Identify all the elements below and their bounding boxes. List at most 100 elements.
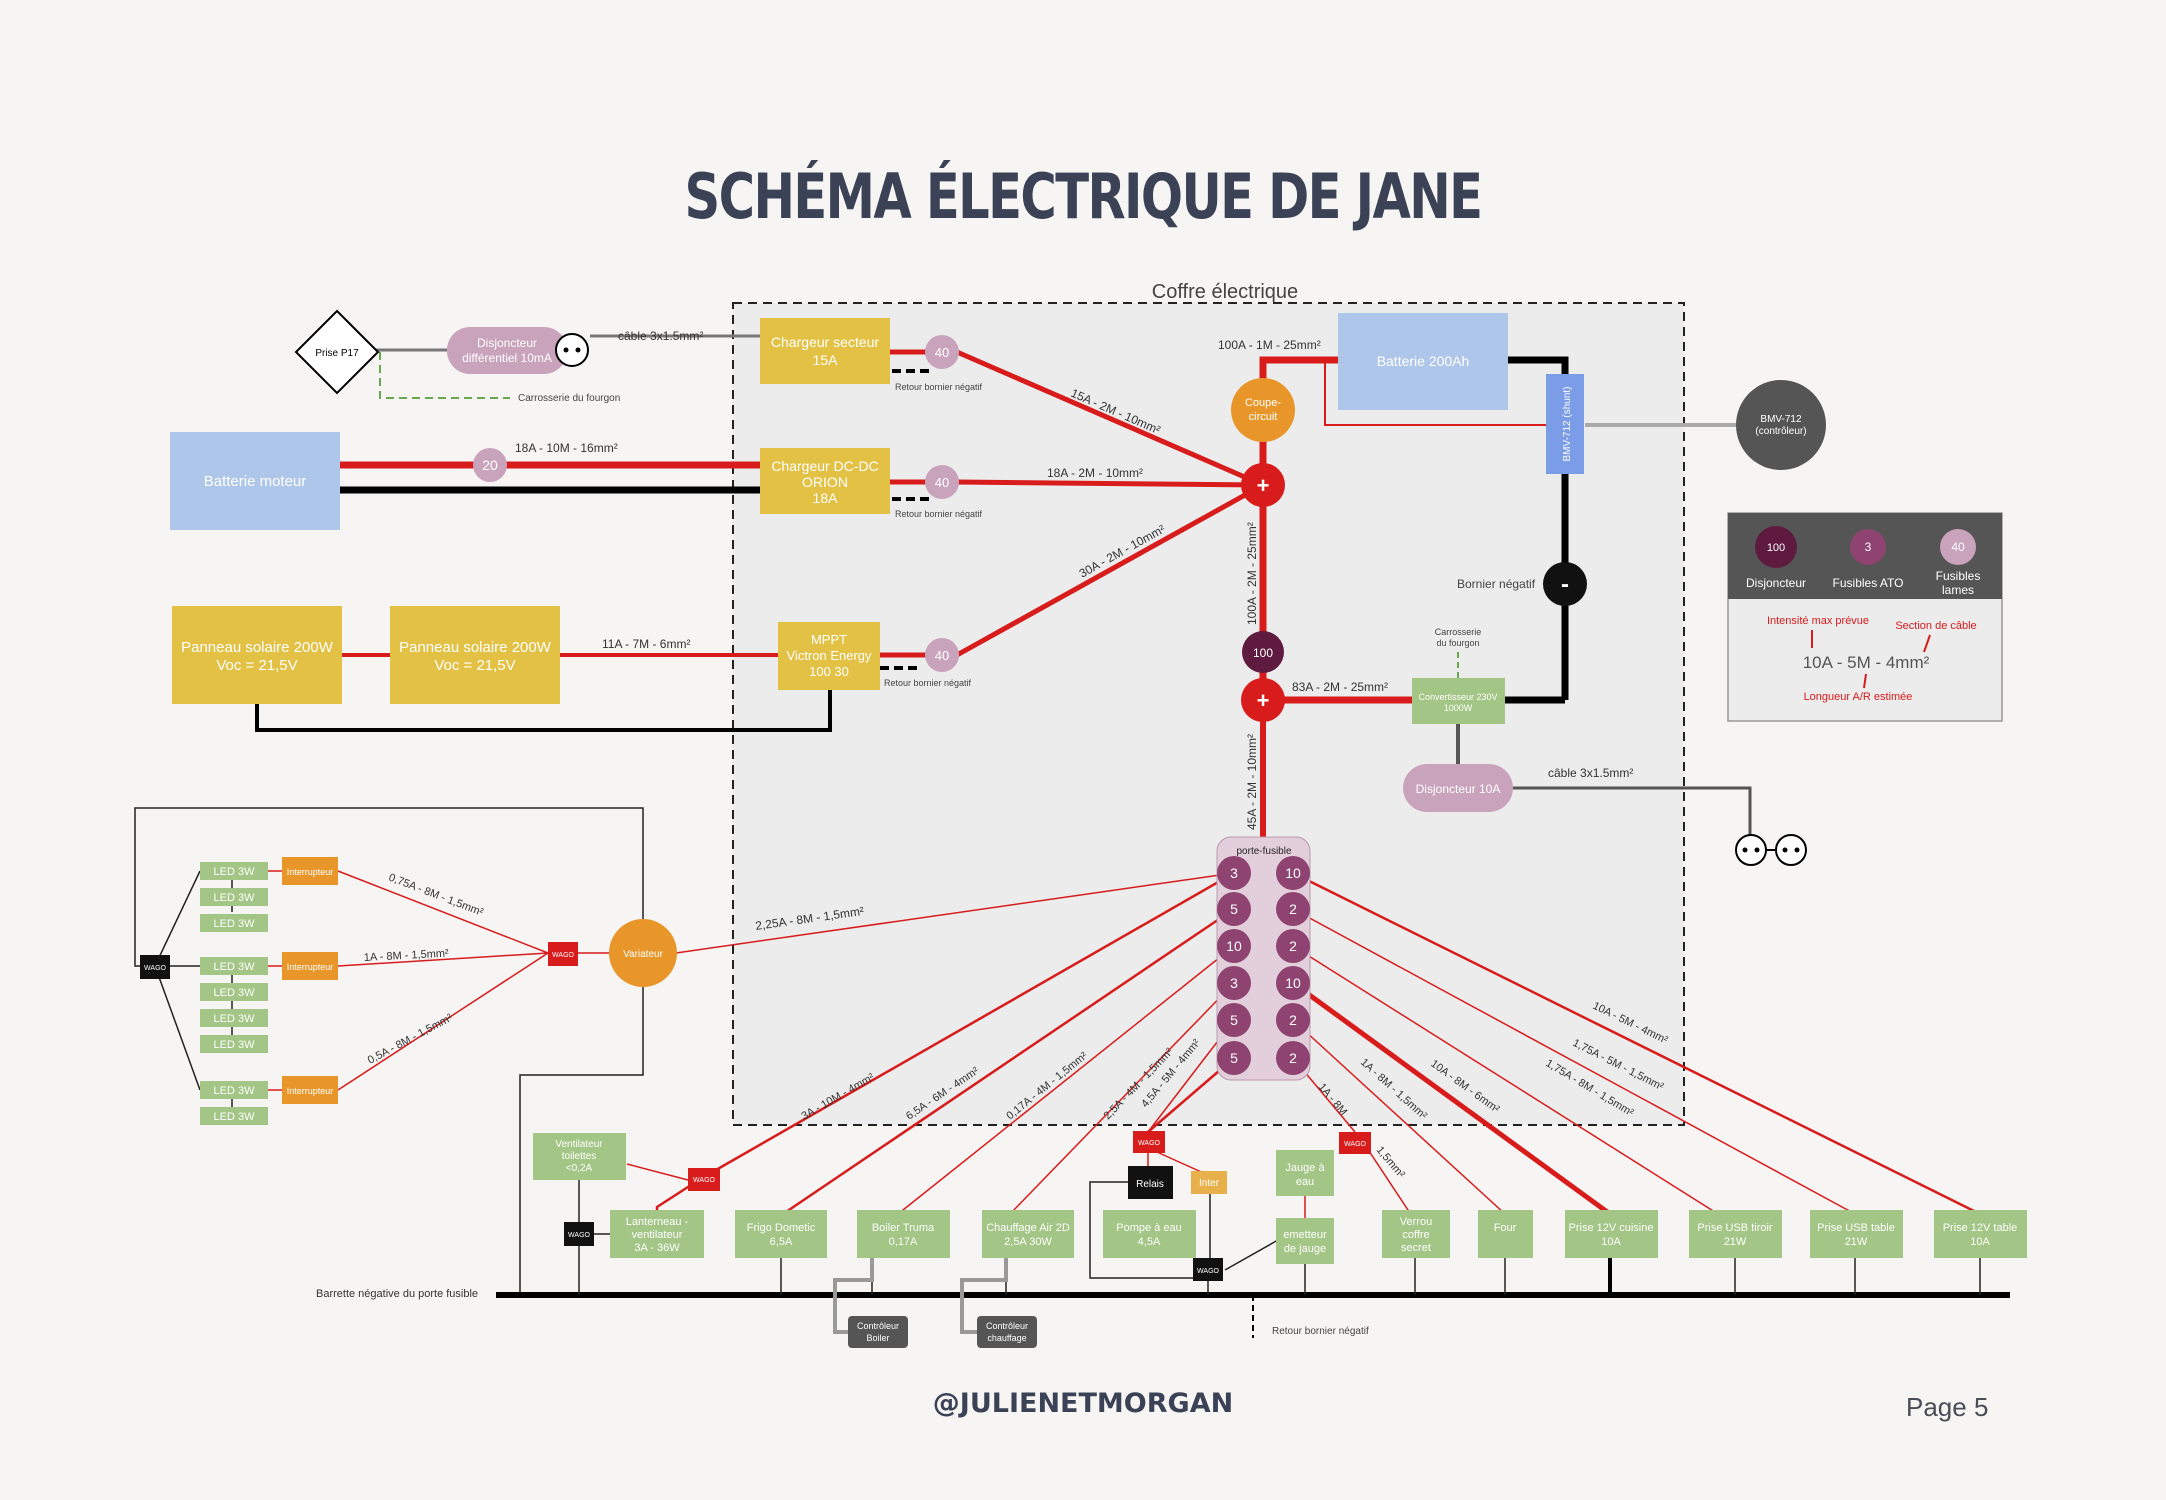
led[interactable] (200, 862, 268, 880)
variateur[interactable] (609, 919, 677, 987)
batterie-200ah-label: Batterie 200Ah (1377, 353, 1470, 369)
wago-pompe-negative (1193, 1258, 1223, 1281)
wago-label: WAGO (1138, 1140, 1160, 1147)
prise-usb-table[interactable] (1810, 1210, 1903, 1258)
led[interactable] (200, 1035, 268, 1053)
bmv-controleur-label-2: (contrôleur) (1755, 426, 1806, 437)
electrical-box-label: Coffre électrique (1152, 281, 1298, 303)
panneau-solaire-2-label-2: Voc = 21,5V (434, 657, 515, 674)
fuse-ato (1217, 1003, 1251, 1037)
interrupteur[interactable] (282, 952, 338, 980)
relais[interactable] (1128, 1166, 1173, 1199)
prise-12v-cuisine[interactable] (1565, 1210, 1658, 1258)
emetteur-jauge[interactable] (1276, 1218, 1334, 1264)
led[interactable] (200, 1107, 268, 1125)
wire-ctrl-chauffage (960, 1258, 1008, 1334)
convertisseur-230v (1412, 678, 1505, 724)
fuse-moteur (473, 448, 507, 482)
bornier-negatif (1543, 562, 1587, 606)
chargeur-secteur-label-1: Chargeur secteur (771, 334, 880, 350)
coupe-circuit-label-1: Coupe- (1245, 397, 1281, 409)
verrou-label-1: Verrou (1400, 1216, 1432, 1228)
fuse-ato-value: 2 (1289, 938, 1297, 954)
fuse-ato (1217, 892, 1251, 926)
verrou-label-3: secret (1401, 1242, 1431, 1254)
cable-moteur-label: 18A - 10M - 16mm² (515, 441, 618, 455)
verrou-coffre-secret[interactable] (1382, 1210, 1450, 1258)
carrosserie-2-label-2: du fourgon (1436, 638, 1479, 648)
pompe-label-1: Pompe à eau (1116, 1222, 1181, 1234)
batterie-200ah (1338, 313, 1508, 410)
legend-example: 10A - 5M - 4mm² (1803, 653, 1930, 672)
disjoncteur-10a[interactable] (1403, 764, 1513, 812)
bus-positive-top-symbol: + (1257, 473, 1270, 498)
interrupteur[interactable] (282, 857, 338, 885)
pompe-a-eau[interactable] (1103, 1210, 1196, 1258)
controleur-chauffage[interactable] (977, 1316, 1037, 1348)
wire-ac-out (1513, 786, 1752, 850)
boiler-truma[interactable] (857, 1210, 950, 1258)
bornier-negatif-symbol: - (1561, 571, 1569, 598)
wago-label: WAGO (568, 1232, 590, 1239)
electrical-box (732, 302, 1685, 1126)
socket-pin-icon (575, 347, 581, 353)
ventilateur-toilettes[interactable] (533, 1133, 626, 1180)
fuse-ato (1276, 892, 1310, 926)
fuse-ato-value: 2 (1289, 901, 1297, 917)
jauge-a-eau[interactable] (1276, 1150, 1334, 1196)
cable-top-label: câble 3x1.5mm² (618, 329, 703, 343)
mppt (778, 622, 880, 690)
coupe-circuit[interactable] (1231, 378, 1295, 442)
convertisseur-label-2: 1000W (1444, 703, 1473, 713)
chauffage-air-2d[interactable] (982, 1210, 1074, 1258)
prise-usb-tiroir[interactable] (1689, 1210, 1782, 1258)
led[interactable] (200, 914, 268, 932)
fuse-ato (1217, 1041, 1251, 1075)
socket-icon-1 (1735, 834, 1767, 866)
wire-solar-negative (255, 690, 832, 732)
frigo-label-1: Frigo Dometic (747, 1222, 816, 1234)
wago-verrou (1339, 1132, 1371, 1154)
ctrl-boiler-label-2: Boiler (866, 1333, 889, 1343)
socket-pin-icon (563, 347, 569, 353)
frigo-dometic[interactable] (735, 1210, 827, 1258)
led[interactable] (200, 1081, 268, 1099)
controleur-boiler[interactable] (848, 1316, 908, 1348)
wago-label: WAGO (144, 965, 166, 972)
led[interactable] (200, 1009, 268, 1027)
led-label: LED 3W (214, 1085, 256, 1097)
cable-bottom-label: câble 3x1.5mm² (1548, 766, 1633, 780)
inter[interactable] (1191, 1171, 1227, 1194)
disjoncteur-differentiel (447, 327, 567, 374)
lanterneau[interactable] (610, 1210, 704, 1258)
prise-table-label-2: 10A (1970, 1236, 1990, 1248)
wire-ctrl-boiler (833, 1258, 874, 1334)
verrou-label-2: coffre (1402, 1229, 1429, 1241)
led-label: LED 3W (214, 987, 256, 999)
led[interactable] (200, 957, 268, 975)
legend: 100 Disjoncteur 3 Fusibles ATO 40 Fusibl… (1727, 512, 2003, 722)
interrupteur-label: Interrupteur (287, 867, 334, 877)
legend-lames-value: 40 (1951, 540, 1965, 554)
shunt-bmv (1546, 374, 1584, 474)
led-label: LED 3W (214, 1013, 256, 1025)
usb-tiroir-label-2: 21W (1724, 1236, 1747, 1248)
interrupteur[interactable] (282, 1076, 338, 1104)
frigo-label-2: 6,5A (770, 1236, 793, 1248)
wago-pompe (1133, 1131, 1165, 1153)
breaker-100[interactable] (1242, 631, 1284, 673)
fuse-40-secteur (925, 335, 959, 369)
led[interactable] (200, 888, 268, 906)
wago-lighting-negative (140, 955, 170, 979)
interrupteur-label: Interrupteur (287, 1086, 334, 1096)
prise-12v-table[interactable] (1934, 1210, 2027, 1258)
lanterneau-label-3: 3A - 36W (634, 1242, 680, 1254)
carrosserie-2-label-1: Carrosserie (1435, 627, 1482, 637)
legend-breaker-value: 100 (1767, 542, 1785, 554)
four[interactable] (1478, 1210, 1533, 1258)
fuses-ato-right: 10 2 2 10 2 2 (1276, 856, 1310, 1075)
led-group: LED 3W LED 3W LED 3W LED 3W LED 3W LED 3… (200, 862, 268, 1125)
led[interactable] (200, 983, 268, 1001)
bmv-controleur[interactable] (1736, 380, 1826, 470)
batterie-moteur-label: Batterie moteur (204, 473, 307, 490)
